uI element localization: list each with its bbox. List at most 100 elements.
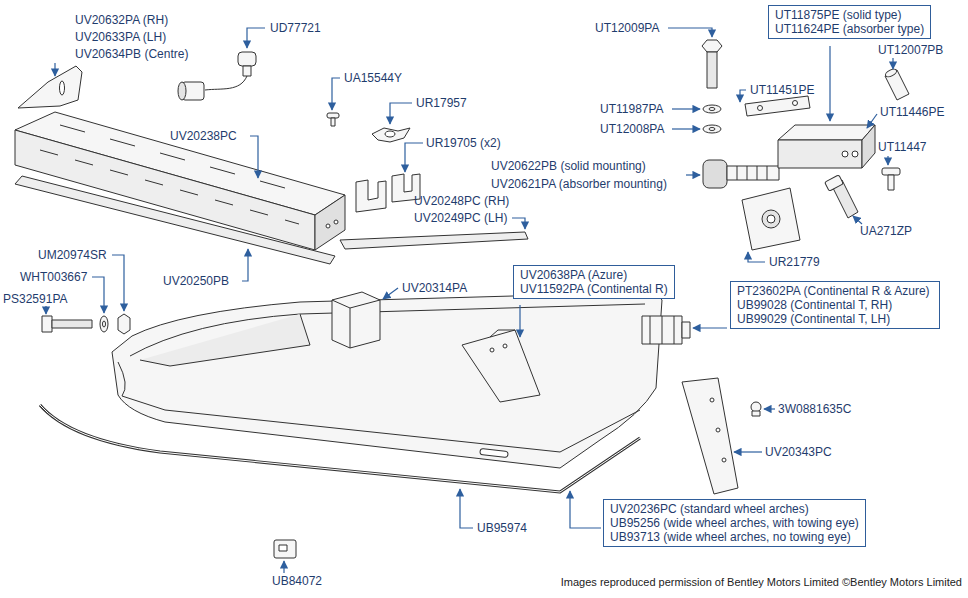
leader-lines: [693, 327, 727, 328]
push-clip: [751, 402, 761, 416]
clip: [327, 113, 339, 118]
callout-box: PT23602PA (Continental R & Azure)UB99028…: [730, 281, 940, 329]
u-brackets: [356, 174, 420, 212]
hinge-bracket: [650, 316, 674, 344]
hinge-bracket: [642, 316, 690, 344]
absorber-assembly: [742, 188, 800, 250]
wheel-arch-strip: [710, 398, 714, 402]
leader-lines: [748, 252, 765, 262]
leader-lines: [829, 46, 830, 121]
absorber-assembly: [703, 160, 727, 188]
absorber-assembly: [778, 125, 875, 140]
u-brackets: [356, 180, 386, 212]
bolt-set: [52, 320, 92, 328]
absorber-assembly: [762, 210, 780, 228]
wheel-arch-strip: [682, 378, 738, 494]
bolt-set: [42, 314, 130, 334]
absorber-assembly: [758, 106, 763, 111]
absorber-beam: [40, 150, 299, 224]
bumper-cover: [112, 292, 662, 468]
part-number: 3W0881635C: [778, 402, 851, 416]
absorber-assembly: [852, 151, 858, 157]
part-number: UA271ZP: [860, 224, 912, 238]
absorber-assembly: [842, 151, 848, 157]
part-number: UV20633PA (LH): [75, 30, 166, 44]
sensor: [205, 76, 247, 90]
part-number: UT11987PA: [600, 102, 664, 116]
wedge-bracket: [18, 66, 82, 108]
leader-lines: [892, 58, 893, 69]
leader-lines: [250, 136, 258, 178]
leader-lines: [887, 156, 888, 165]
leader-lines: [247, 28, 265, 48]
part-number: UV20236PC (standard wheel arches): [610, 502, 859, 516]
leader-lines: [405, 143, 423, 172]
absorber-assembly: [884, 68, 897, 79]
part-number: UR21779: [769, 255, 820, 269]
sensor: [238, 52, 256, 66]
part-number: UT11875PE (solid type): [775, 8, 924, 22]
part-number: UT12008PA: [600, 122, 664, 136]
leader-lines: [686, 174, 700, 175]
part-number: UT12009PA: [595, 21, 659, 35]
rubber-strip: [40, 405, 640, 492]
absorber-assembly: [709, 108, 715, 111]
absorber-assembly: [882, 168, 900, 175]
absorber-assembly: [702, 40, 909, 250]
part-number: UB84072: [272, 574, 322, 588]
leader-lines: [672, 108, 700, 109]
bumper-cover: [118, 362, 125, 396]
wedge-bracket: [60, 81, 65, 95]
nut-plate: [372, 128, 410, 142]
leader-lines: [570, 491, 601, 528]
absorber-assembly: [767, 215, 775, 223]
part-number: UT12007PB: [878, 43, 943, 57]
absorber-assembly: [825, 175, 844, 191]
absorber-beam: [334, 220, 338, 224]
bolt-set: [103, 321, 106, 327]
absorber-assembly: [709, 128, 715, 131]
bolt-set: [100, 316, 108, 332]
part-number: WHT003667: [20, 270, 87, 284]
part-number: UT11624PE (absorber type): [775, 22, 924, 36]
clip: [327, 113, 339, 126]
wheel-arch-strip: [722, 458, 726, 462]
mount-block: [332, 300, 380, 348]
mount-block: [332, 292, 380, 348]
absorber-assembly: [707, 52, 717, 88]
absorber-assembly: [737, 166, 767, 180]
leader-lines: [734, 451, 762, 452]
bumper-cover: [112, 292, 662, 468]
part-number: UA15544Y: [344, 71, 402, 85]
part-number: UV20632PA (RH): [75, 13, 168, 27]
leader-lines: [332, 78, 340, 110]
leader-lines: [390, 103, 412, 124]
bolt-set: [42, 316, 52, 332]
part-number: UV20634PB (Centre): [75, 47, 188, 61]
clip: [274, 540, 296, 558]
leader-lines: [54, 63, 55, 76]
absorber-beam: [15, 112, 345, 250]
push-clip: [752, 411, 760, 416]
triangle-bracket: [503, 344, 507, 348]
part-number: UV20314PA: [402, 281, 467, 295]
leader-lines: [668, 28, 712, 37]
lower-strip: [15, 176, 335, 264]
absorber-beam: [60, 125, 285, 188]
part-number: UV11592PA (Continental R): [520, 282, 668, 296]
hinge-bracket: [642, 316, 682, 344]
absorber-assembly: [727, 166, 779, 180]
callout-box: UV20638PA (Azure)UV11592PA (Continental …: [513, 265, 675, 299]
wheel-arch-strip: [716, 428, 720, 432]
absorber-assembly: [862, 125, 875, 168]
mount-block: [332, 292, 380, 348]
leader-lines: [45, 306, 46, 314]
callout-box: UV20236PC (standard wheel arches)UB95256…: [603, 499, 866, 547]
triangle-bracket: [462, 330, 540, 402]
part-number: UB93713 (wide wheel arches, no towing ey…: [610, 530, 859, 544]
leader-lines: [512, 218, 525, 229]
part-number: UV20622PB (solid mounting): [491, 159, 646, 173]
part-number: UV20238PC: [170, 129, 237, 143]
part-number: UV20621PA (absorber mounting): [491, 177, 667, 191]
